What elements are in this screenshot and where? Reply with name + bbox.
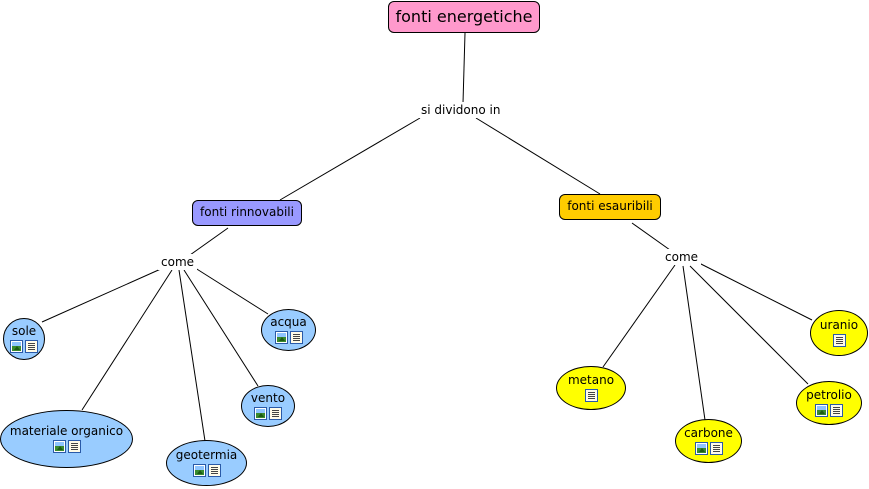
document-icon[interactable] [830,404,843,418]
line-root-to-link [462,32,466,104]
leaf-sole-label: sole [11,323,37,338]
leaf-uranio-label: uranio [819,317,859,332]
document-icon[interactable] [269,407,282,421]
line-come-to-acqua [191,265,269,315]
line-renewable-to-come [189,227,229,256]
leaf-materiale-organico[interactable]: materiale organico [0,410,133,468]
document-icon[interactable] [207,464,221,478]
image-icon[interactable] [815,404,828,418]
line-come-to-metano [602,264,676,368]
renewable-label: fonti rinnovabili [200,205,294,220]
leaf-petrolio-label: petrolio [806,387,852,402]
line-come-to-geotermia [178,269,206,442]
leaf-geotermia[interactable]: geotermia [166,440,247,486]
leaf-geotermia-label: geotermia [175,447,238,462]
leaf-vento-label: vento [250,390,286,405]
leaf-carbone[interactable]: carbone [675,419,742,463]
leaf-acqua-label: acqua [270,314,307,329]
line-link-to-exhaustible [475,117,601,195]
image-icon[interactable] [274,331,288,345]
root-label: fonti energetiche [395,7,533,27]
link-label-main: si dividono in [418,102,504,118]
line-link-to-renewable [279,117,421,201]
line-exhaustible-to-come [631,222,671,251]
leaf-uranio[interactable]: uranio [810,310,868,356]
root-node[interactable]: fonti energetiche [388,1,540,33]
document-icon[interactable] [289,331,303,345]
leaf-vento[interactable]: vento [241,385,295,427]
line-come-to-uranio [696,261,813,321]
leaf-acqua[interactable]: acqua [261,309,316,351]
image-icon[interactable] [254,407,267,421]
image-icon[interactable] [10,340,23,354]
renewable-node[interactable]: fonti rinnovabili [192,200,302,226]
leaf-sole[interactable]: sole [3,318,45,360]
line-come-to-carbone [682,265,706,421]
leaf-materiale-organico-label: materiale organico [9,423,124,438]
document-icon[interactable] [832,334,846,348]
link-label-renewable: come [158,254,198,270]
leaf-metano-label: metano [567,372,615,387]
image-icon[interactable] [192,464,206,478]
leaf-carbone-label: carbone [684,425,733,440]
document-icon[interactable] [584,389,598,403]
exhaustible-node[interactable]: fonti esauribili [559,194,661,220]
leaf-metano[interactable]: metano [556,366,626,410]
line-come-to-petrolio [689,265,809,385]
line-come-to-sole [41,267,164,323]
line-come-to-vento [183,269,259,387]
link-label-exhaustible: come [662,249,702,265]
leaf-petrolio[interactable]: petrolio [796,381,862,425]
image-icon[interactable] [52,440,66,454]
image-icon[interactable] [694,442,708,456]
document-icon[interactable] [25,340,38,354]
document-icon[interactable] [67,440,81,454]
document-icon[interactable] [709,442,723,456]
line-come-to-materiale [81,269,173,411]
exhaustible-label: fonti esauribili [567,199,653,214]
